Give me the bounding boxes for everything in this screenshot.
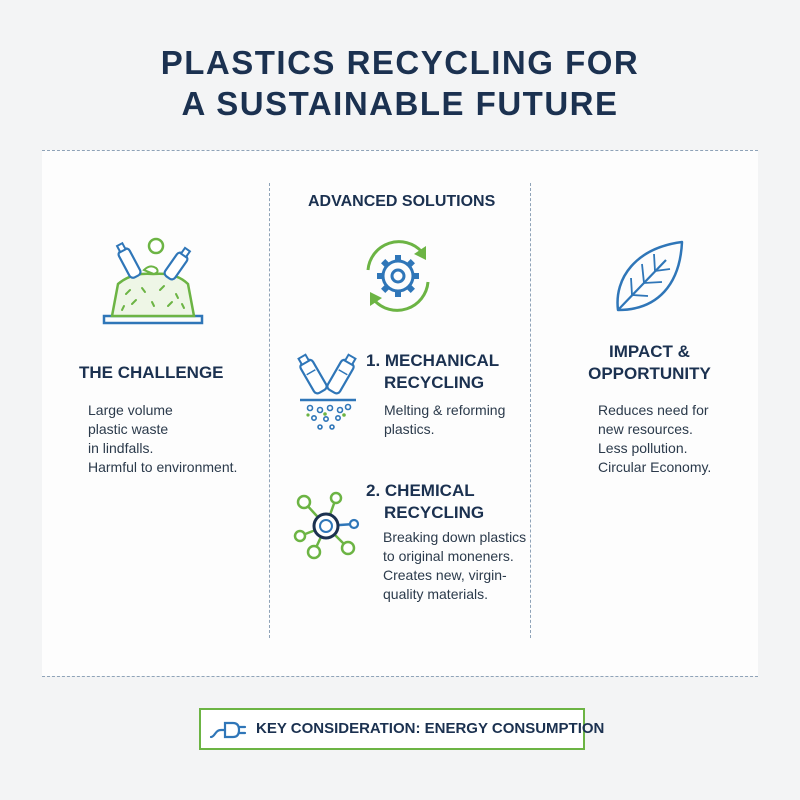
impact-line: Reduces need for	[598, 402, 709, 418]
impact-heading-line: OPPORTUNITY	[588, 364, 711, 383]
chemical-heading-line: RECYCLING	[384, 503, 485, 522]
page-title: PLASTICS RECYCLING FOR A SUSTAINABLE FUT…	[0, 42, 800, 124]
recycle-gear-icon	[366, 240, 430, 312]
challenge-line: plastic waste	[88, 421, 169, 437]
chemical-line: Creates new, virgin-	[383, 567, 507, 583]
challenge-line: in lindfalls.	[88, 440, 154, 456]
mechanical-line: Melting & reforming	[384, 402, 506, 418]
mechanical-line: plastics.	[384, 421, 435, 437]
molecule-icon	[293, 491, 360, 560]
challenge-line: Harmful to environment.	[88, 459, 238, 475]
column-divider-left	[269, 183, 270, 638]
title-line-1: PLASTICS RECYCLING FOR	[160, 44, 640, 81]
impact-line: Less pollution.	[598, 440, 688, 456]
power-plug-icon	[209, 721, 247, 739]
impact-heading: IMPACT & OPPORTUNITY	[582, 341, 717, 385]
title-line-2: A SUSTAINABLE FUTURE	[181, 85, 619, 122]
key-consideration-label: KEY CONSIDERATION: ENERGY CONSUMPTION	[256, 720, 605, 737]
bottles-melting-icon	[297, 353, 357, 430]
impact-line: new resources.	[598, 421, 693, 437]
impact-heading-line: IMPACT &	[609, 342, 690, 361]
chemical-line: quality materials.	[383, 586, 489, 602]
chemical-text: Breaking down plastics to original monen…	[383, 528, 526, 604]
solutions-heading: ADVANCED SOLUTIONS	[308, 193, 496, 210]
impact-text: Reduces need for new resources. Less pol…	[598, 401, 711, 477]
chemical-line: Breaking down plastics	[383, 529, 527, 545]
mechanical-heading: 1. MECHANICAL RECYCLING	[366, 350, 499, 394]
chemical-heading: 2. CHEMICAL RECYCLING	[366, 480, 484, 524]
challenge-heading: THE CHALLENGE	[79, 363, 224, 382]
chemical-line: to original moneners.	[383, 548, 514, 564]
key-consideration-box: KEY CONSIDERATION: ENERGY CONSUMPTION	[199, 708, 604, 750]
top-divider	[42, 150, 758, 151]
chemical-heading-line: 2. CHEMICAL	[366, 481, 475, 500]
mechanical-heading-line: RECYCLING	[384, 373, 485, 392]
leaf-icon	[616, 240, 684, 312]
bottom-divider	[42, 676, 758, 677]
mechanical-text: Melting & reforming plastics.	[384, 401, 505, 439]
impact-line: Circular Economy.	[598, 459, 712, 475]
waste-pile-icon	[102, 237, 204, 325]
mechanical-heading-line: 1. MECHANICAL	[366, 351, 500, 370]
content-panel	[42, 150, 758, 676]
challenge-text: Large volume plastic waste in lindfalls.…	[88, 401, 237, 477]
challenge-line: Large volume	[88, 402, 173, 418]
column-divider-right	[530, 183, 531, 638]
